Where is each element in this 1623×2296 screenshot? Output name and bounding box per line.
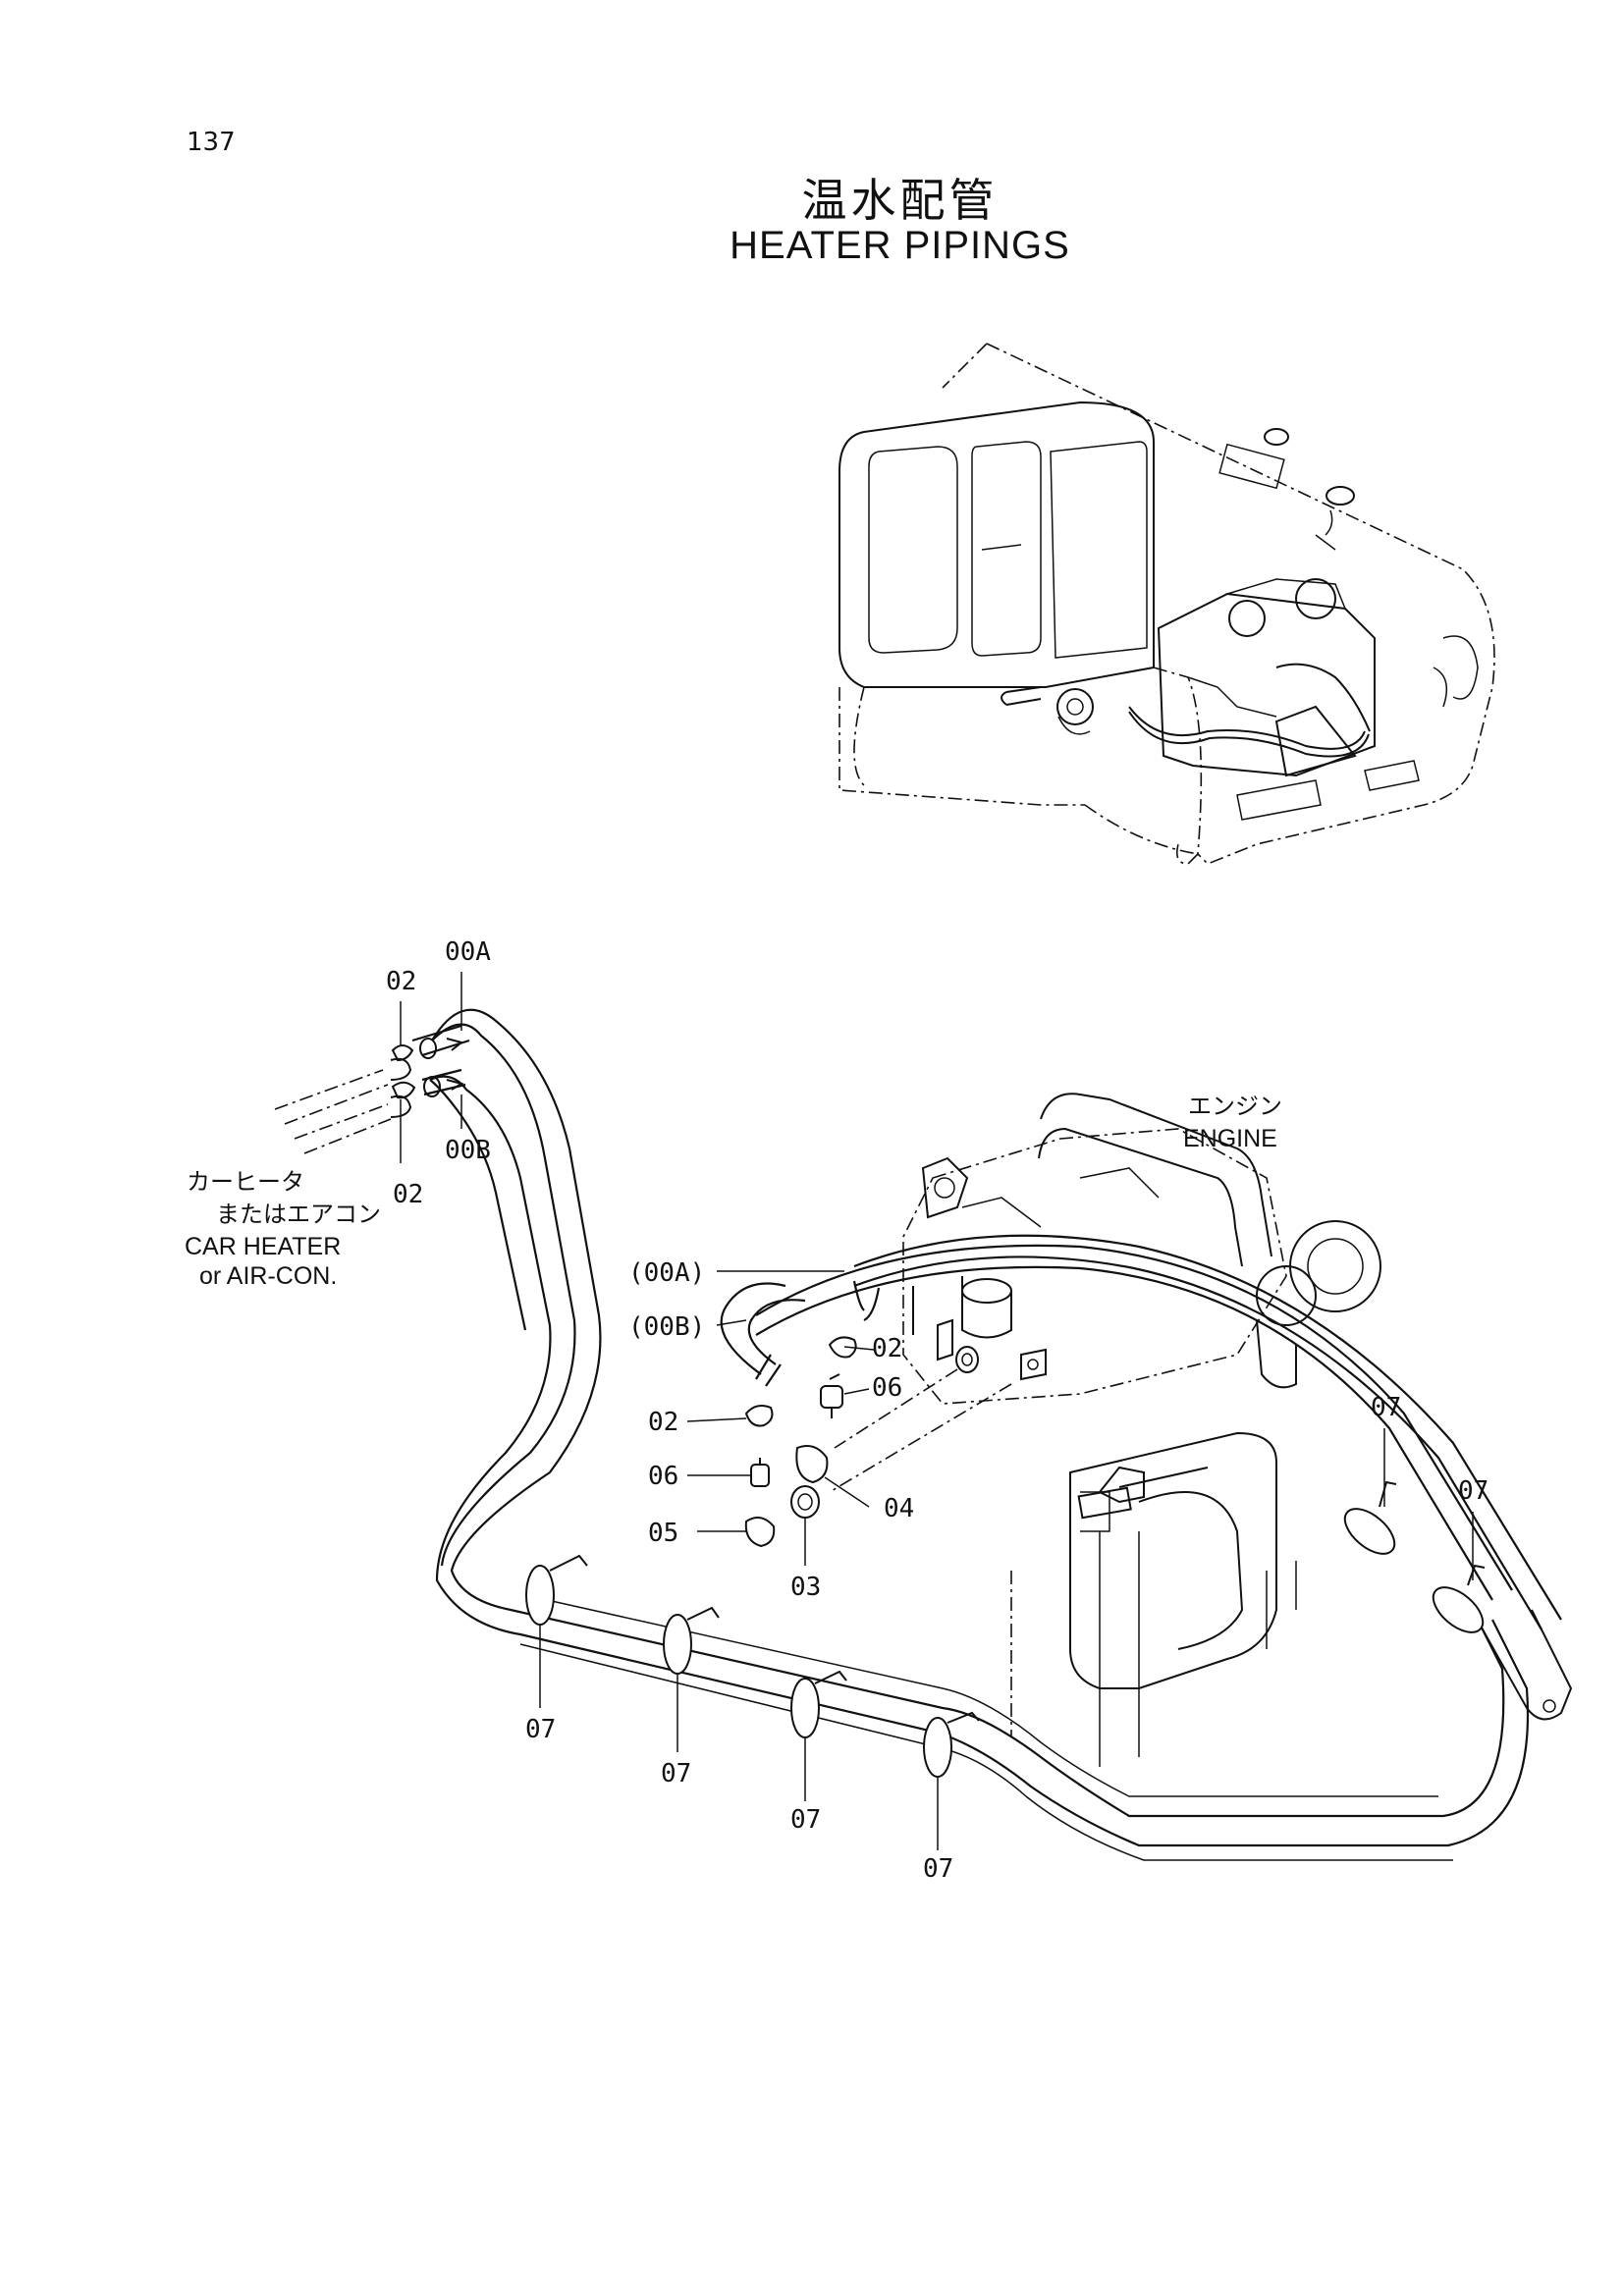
hose-clamps [525,1480,1486,1778]
callout-02-bottom: 02 [393,1180,423,1209]
callout-07-a: 07 [525,1715,556,1744]
plug-05 [744,1517,776,1548]
callout-03: 03 [790,1573,821,1602]
cock-06-right [820,1373,843,1418]
clamp-07-a [525,1554,588,1626]
fittings [391,1044,1012,1548]
callout-02-top: 02 [386,967,416,996]
callout-05: 05 [648,1519,678,1548]
car-heater-label-2: or AIR-CON. [199,1262,337,1290]
page-number: 137 [187,128,236,157]
page-title-japanese: 温水配管 [801,174,999,227]
callout-06-left: 06 [648,1462,678,1491]
callout-02-left: 02 [648,1408,678,1437]
callout-06-right: 06 [872,1373,902,1403]
adapter-03 [790,1485,820,1519]
clamp-07-e [1343,1480,1397,1555]
car-heater-label-1: CAR HEATER [185,1233,341,1260]
callout-00a: 00A [445,937,491,967]
clamp-07-d [923,1711,980,1778]
callout-00b-paren: (00B) [628,1312,705,1342]
excavator-overview-illustration [839,343,1495,865]
cock-06-left [750,1458,770,1487]
engine-illustration [902,1093,1381,1767]
callout-07-b: 07 [661,1759,691,1789]
hose-band-02-left [744,1405,774,1427]
engine-label-jp: エンジン [1188,1093,1282,1120]
engine-port [829,1346,1012,1493]
callout-07-e: 07 [1371,1393,1401,1422]
hose-band-02-top [391,1044,416,1099]
hose-band-02-right [828,1336,857,1359]
callout-00a-paren: (00A) [628,1258,705,1288]
callout-04: 04 [884,1494,914,1523]
heater-hoses [274,1008,1573,1861]
callout-labels: 00A 02 00B 02 カーヒータ またはエアコン CAR HEATER o… [185,937,1488,1884]
clamp-07-c [790,1670,847,1738]
callout-leaders [400,972,1474,1850]
callout-02-right: 02 [872,1334,902,1363]
callout-07-f: 07 [1458,1476,1488,1506]
engine-label: ENGINE [1183,1125,1277,1152]
callout-07-c: 07 [790,1805,821,1835]
clamp-07-b [663,1606,720,1675]
car-heater-label-jp-2: またはエアコン [216,1201,381,1228]
car-heater-label-jp-1: カーヒータ [187,1168,304,1196]
callout-00b: 00B [445,1136,491,1165]
elbow-04 [795,1445,829,1484]
clamp-07-f [1432,1564,1486,1633]
callout-07-d: 07 [923,1854,953,1884]
page-title: HEATER PIPINGS [730,224,1070,267]
